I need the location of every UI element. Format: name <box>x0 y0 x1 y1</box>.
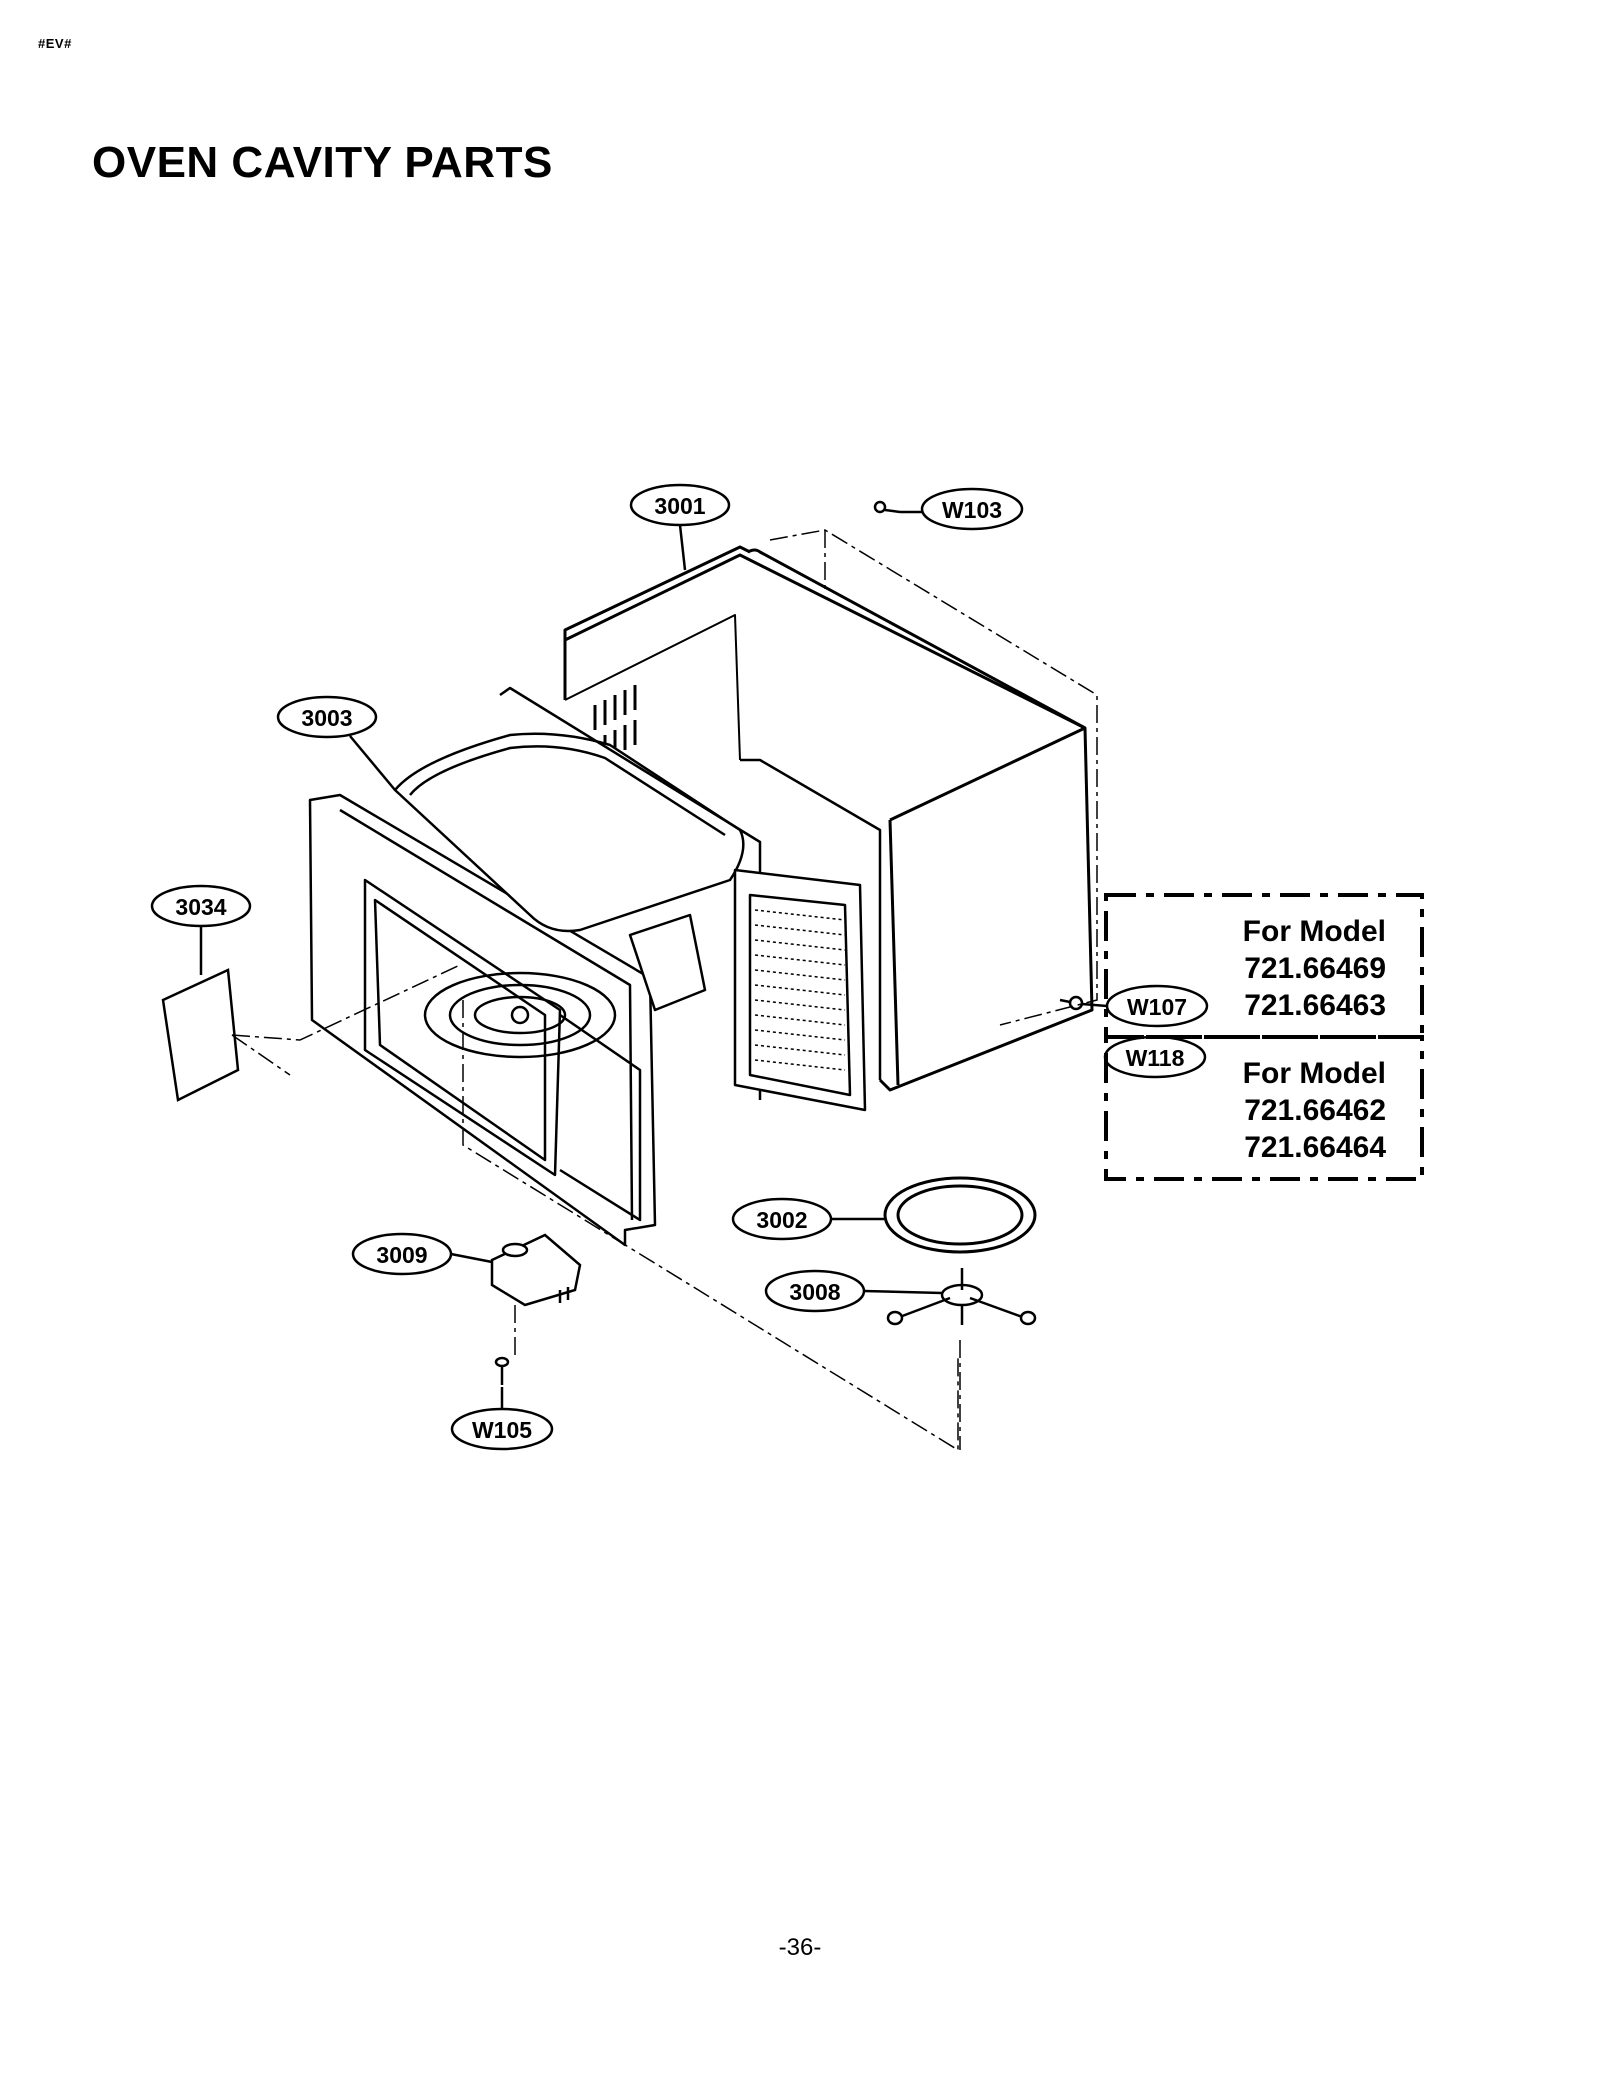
svg-text:3003: 3003 <box>301 705 352 731</box>
callout-3009: 3009 <box>351 1232 493 1276</box>
callout-3008: 3008 <box>764 1269 943 1313</box>
svg-text:721.66469: 721.66469 <box>1244 952 1386 985</box>
roller-support-drawing <box>886 1268 1037 1326</box>
svg-text:721.66462: 721.66462 <box>1244 1094 1386 1127</box>
callout-3003: 3003 <box>276 695 396 791</box>
svg-text:W105: W105 <box>472 1417 532 1443</box>
svg-text:W107: W107 <box>1127 994 1187 1020</box>
model-box-1: For Model 721.66469 721.66463 <box>1104 893 1424 1039</box>
oven-cavity-drawing <box>308 686 867 1247</box>
outer-case-drawing <box>563 545 1094 1092</box>
model-box-2: For Model 721.66462 721.66464 <box>1104 1035 1424 1181</box>
svg-text:3009: 3009 <box>376 1242 427 1268</box>
screw-w105-drawing <box>494 1356 510 1385</box>
callout-w105: W105 <box>450 1387 554 1451</box>
turntable-motor-drawing <box>490 1233 582 1307</box>
assembly-dash-lines <box>231 529 1098 1452</box>
callout-3002: 3002 <box>731 1197 884 1241</box>
callout-w118: W118 <box>1103 1035 1207 1079</box>
svg-text:721.66463: 721.66463 <box>1244 989 1386 1022</box>
waveguide-cover-drawing <box>161 968 240 1102</box>
svg-text:3001: 3001 <box>654 493 705 519</box>
svg-text:W103: W103 <box>942 497 1002 523</box>
document-code: #EV# <box>38 36 72 51</box>
callout-3001: 3001 <box>629 483 731 571</box>
svg-text:721.66464: 721.66464 <box>1244 1131 1386 1164</box>
page-title: OVEN CAVITY PARTS <box>92 138 553 187</box>
svg-text:For Model: For Model <box>1243 1057 1386 1090</box>
screw-w107-drawing <box>1059 995 1084 1011</box>
callout-w107: W107 <box>1081 984 1209 1028</box>
svg-text:W118: W118 <box>1126 1045 1185 1071</box>
glass-tray-drawing <box>883 1176 1037 1254</box>
svg-text:3002: 3002 <box>756 1207 807 1233</box>
page-number: -36- <box>778 1934 822 1961</box>
svg-text:3034: 3034 <box>175 894 226 920</box>
svg-text:For Model: For Model <box>1243 915 1386 948</box>
screw-w103-drawing <box>873 500 901 514</box>
callout-3034: 3034 <box>150 884 252 975</box>
svg-text:3008: 3008 <box>789 1279 840 1305</box>
callout-w103: W103 <box>900 487 1024 531</box>
